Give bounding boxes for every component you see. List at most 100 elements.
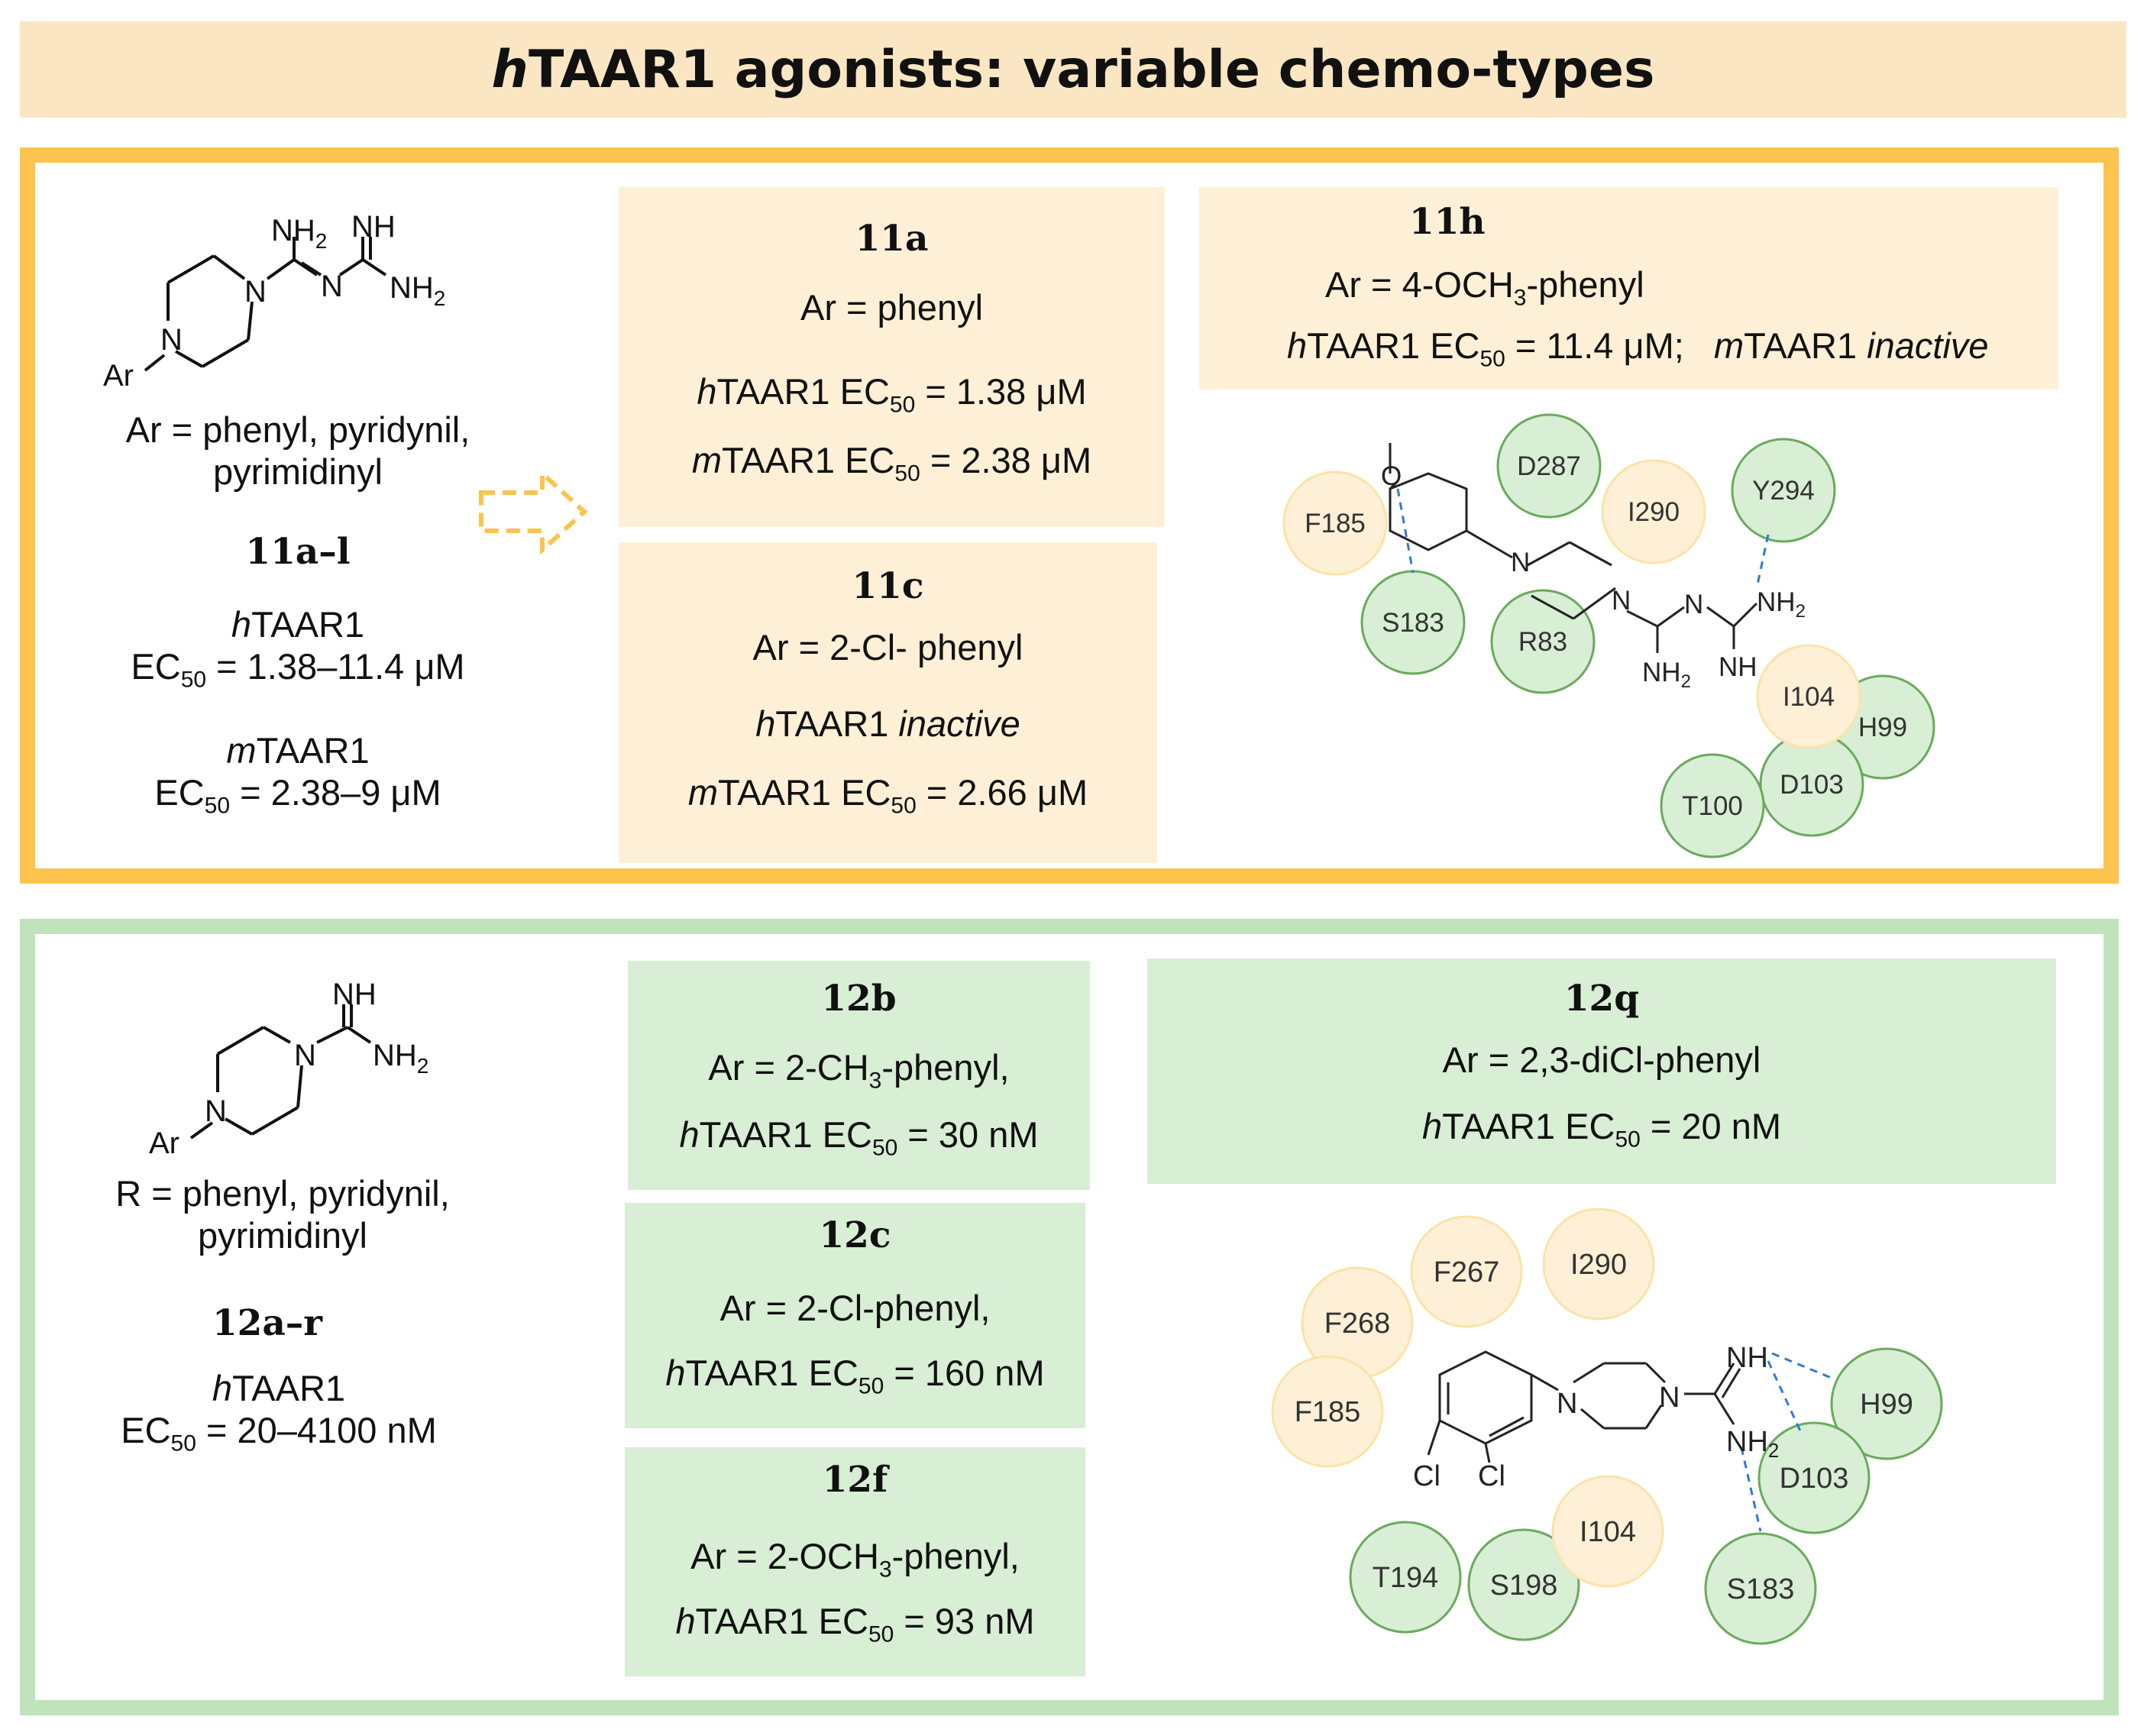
residue-label: F268 bbox=[1324, 1308, 1391, 1340]
card-h-ec50: hTAAR1 EC50 = 30 nM bbox=[679, 1114, 1039, 1161]
card-12q: 12q Ar = 2,3-diCl-phenyl hTAAR1 EC50 = 2… bbox=[1147, 959, 2056, 1184]
ar-label: Ar bbox=[103, 359, 134, 393]
nh2-group: NH2 bbox=[271, 214, 327, 253]
n-atom: N bbox=[205, 1094, 227, 1128]
residue-circle bbox=[1756, 644, 1861, 749]
card-11a: 11a Ar = phenyl hTAAR1 EC50 = 1.38 μM mT… bbox=[619, 187, 1165, 527]
card-id: 12q bbox=[1563, 978, 1640, 1020]
n-atom: N bbox=[1557, 1388, 1577, 1420]
card-h-ec50: hTAAR1 EC50 = 93 nM bbox=[675, 1601, 1035, 1647]
residue-circle bbox=[1757, 1421, 1871, 1534]
residue-label: I290 bbox=[1628, 497, 1680, 527]
docking-diagram-11h: F185 D287 I290 Y294 S183 R83 I104 H99 D1… bbox=[1282, 413, 1935, 858]
page-title: hTAAR1 agonists: variable chemo-types bbox=[491, 39, 1655, 100]
residue-label: I104 bbox=[1783, 682, 1835, 712]
series-11-label: 11a–l bbox=[245, 531, 351, 573]
series-12-structure: N N NH NH2 Ar bbox=[149, 978, 428, 1160]
cl-atom: Cl bbox=[1478, 1460, 1505, 1492]
card-activity: hTAAR1 EC50 = 11.4 μM; mTAAR1 inactive bbox=[1287, 325, 1989, 372]
card-h-ec50: hTAAR1 EC50 = 20 nM bbox=[1421, 1106, 1782, 1152]
series-12-h-activity: hTAAR1 EC50 = 20–4100 nM bbox=[121, 1368, 437, 1456]
series-11-substituents: Ar = phenyl, pyridynil, pyrimidinyl bbox=[125, 409, 470, 492]
residue-label: S183 bbox=[1727, 1573, 1795, 1605]
nh2-group: NH2 bbox=[1726, 1426, 1779, 1462]
title-banner: hTAAR1 agonists: variable chemo-types bbox=[20, 21, 2126, 118]
card-12f: 12f Ar = 2-OCH3-phenyl, hTAAR1 EC50 = 93… bbox=[625, 1447, 1085, 1676]
n-atom: N bbox=[1684, 590, 1703, 619]
residue-circle bbox=[1496, 413, 1602, 519]
n-atom: N bbox=[1659, 1382, 1680, 1414]
series-12-label: 12a–r bbox=[212, 1302, 323, 1344]
card-ar: Ar = 2-Cl-phenyl, bbox=[719, 1288, 991, 1328]
residue-label: F185 bbox=[1305, 509, 1366, 538]
card-id: 12f bbox=[822, 1459, 888, 1501]
n-atom: N bbox=[160, 323, 183, 357]
card-h-ec50: hTAAR1 EC50 = 1.38 μM bbox=[697, 371, 1087, 418]
residue-label: S198 bbox=[1490, 1570, 1558, 1602]
card-ar: Ar = 2-Cl- phenyl bbox=[752, 627, 1023, 668]
card-h-ec50: hTAAR1 EC50 = 160 nM bbox=[665, 1353, 1045, 1399]
card-ar: Ar = 2-OCH3-phenyl, bbox=[690, 1536, 1020, 1582]
card-id: 11a bbox=[855, 218, 929, 260]
residue-label: Y294 bbox=[1752, 476, 1815, 506]
residue-label: D103 bbox=[1780, 1463, 1849, 1495]
residue-circle bbox=[1542, 1207, 1655, 1321]
residue-label: H99 bbox=[1860, 1388, 1913, 1421]
card-id: 12b bbox=[821, 978, 897, 1020]
card-id: 12c bbox=[819, 1214, 891, 1256]
residue-label: T100 bbox=[1682, 791, 1743, 821]
arrow-icon bbox=[479, 470, 588, 554]
card-m-ec50: mTAAR1 EC50 = 2.66 μM bbox=[687, 772, 1088, 819]
residue-circle bbox=[1349, 1521, 1462, 1634]
series-11-h-activity: hTAAR1 EC50 = 1.38–11.4 μM bbox=[131, 604, 465, 693]
nh2-group: NH2 bbox=[1757, 587, 1806, 622]
card-id: 11h bbox=[1409, 201, 1486, 243]
nh-group: NH bbox=[1726, 1342, 1768, 1374]
card-ar: Ar = 2-CH3-phenyl, bbox=[708, 1047, 1010, 1094]
residue-label: T194 bbox=[1373, 1562, 1439, 1594]
nh-group: NH bbox=[332, 978, 377, 1011]
n-atom: N bbox=[321, 270, 343, 303]
series-11-structure: N N N NH2 NH NH2 Ar bbox=[103, 210, 445, 393]
card-12c: 12c Ar = 2-Cl-phenyl, hTAAR1 EC50 = 160 … bbox=[625, 1203, 1085, 1428]
card-ar: Ar = 2,3-diCl-phenyl bbox=[1442, 1039, 1761, 1080]
card-12b: 12b Ar = 2-CH3-phenyl, hTAAR1 EC50 = 30 … bbox=[628, 961, 1090, 1190]
n-atom: N bbox=[1612, 586, 1631, 616]
n-atom: N bbox=[244, 275, 267, 309]
card-h-activity: hTAAR1 inactive bbox=[755, 703, 1020, 744]
residue-circle bbox=[1830, 1347, 1943, 1460]
residue-label: F267 bbox=[1434, 1256, 1500, 1288]
card-11c: 11c Ar = 2-Cl- phenyl hTAAR1 inactive mT… bbox=[619, 542, 1157, 863]
card-m-ec50: mTAAR1 EC50 = 2.38 μM bbox=[691, 440, 1092, 487]
residue-label: F185 bbox=[1295, 1396, 1361, 1428]
residue-circle bbox=[1551, 1475, 1664, 1588]
residue-label: I290 bbox=[1570, 1249, 1627, 1281]
card-ar: Ar = phenyl bbox=[800, 287, 984, 328]
nh2-group: NH2 bbox=[373, 1039, 428, 1078]
ar-label: Ar bbox=[149, 1127, 179, 1160]
residue-label: R83 bbox=[1518, 627, 1567, 657]
card-ar: Ar = 4-OCH3-phenyl bbox=[1325, 264, 1644, 311]
docking-diagram-12q: F267 I290 F268 F185 H99 D103 T194 S198 I… bbox=[1271, 1207, 1943, 1645]
nh-group: NH bbox=[351, 210, 396, 244]
card-11h: 11h Ar = 4-OCH3-phenyl hTAAR1 EC50 = 11.… bbox=[1199, 187, 2058, 390]
card-id: 11c bbox=[852, 565, 924, 607]
residue-circle bbox=[1601, 459, 1706, 564]
residue-circle bbox=[1271, 1355, 1384, 1468]
residue-circle bbox=[1731, 438, 1836, 543]
series-11-m-activity: mTAAR1 EC50 = 2.38–9 μM bbox=[154, 730, 441, 819]
residue-circle bbox=[1704, 1532, 1817, 1645]
residue-label: D287 bbox=[1517, 451, 1581, 481]
residue-circle bbox=[1282, 470, 1388, 576]
residue-label: S183 bbox=[1382, 608, 1444, 638]
n-atom: N bbox=[1511, 548, 1530, 577]
residue-circle bbox=[1410, 1215, 1523, 1328]
o-atom: O bbox=[1381, 461, 1402, 491]
nh2-group: NH2 bbox=[1642, 658, 1691, 692]
series-12-substituents: R = phenyl, pyridynil, pyrimidinyl bbox=[115, 1173, 450, 1256]
residue-circle bbox=[1660, 753, 1765, 858]
nh-group: NH bbox=[1719, 652, 1757, 682]
residue-label: D103 bbox=[1780, 770, 1844, 800]
nh2-group: NH2 bbox=[390, 271, 445, 310]
residue-circle bbox=[1467, 1528, 1580, 1641]
